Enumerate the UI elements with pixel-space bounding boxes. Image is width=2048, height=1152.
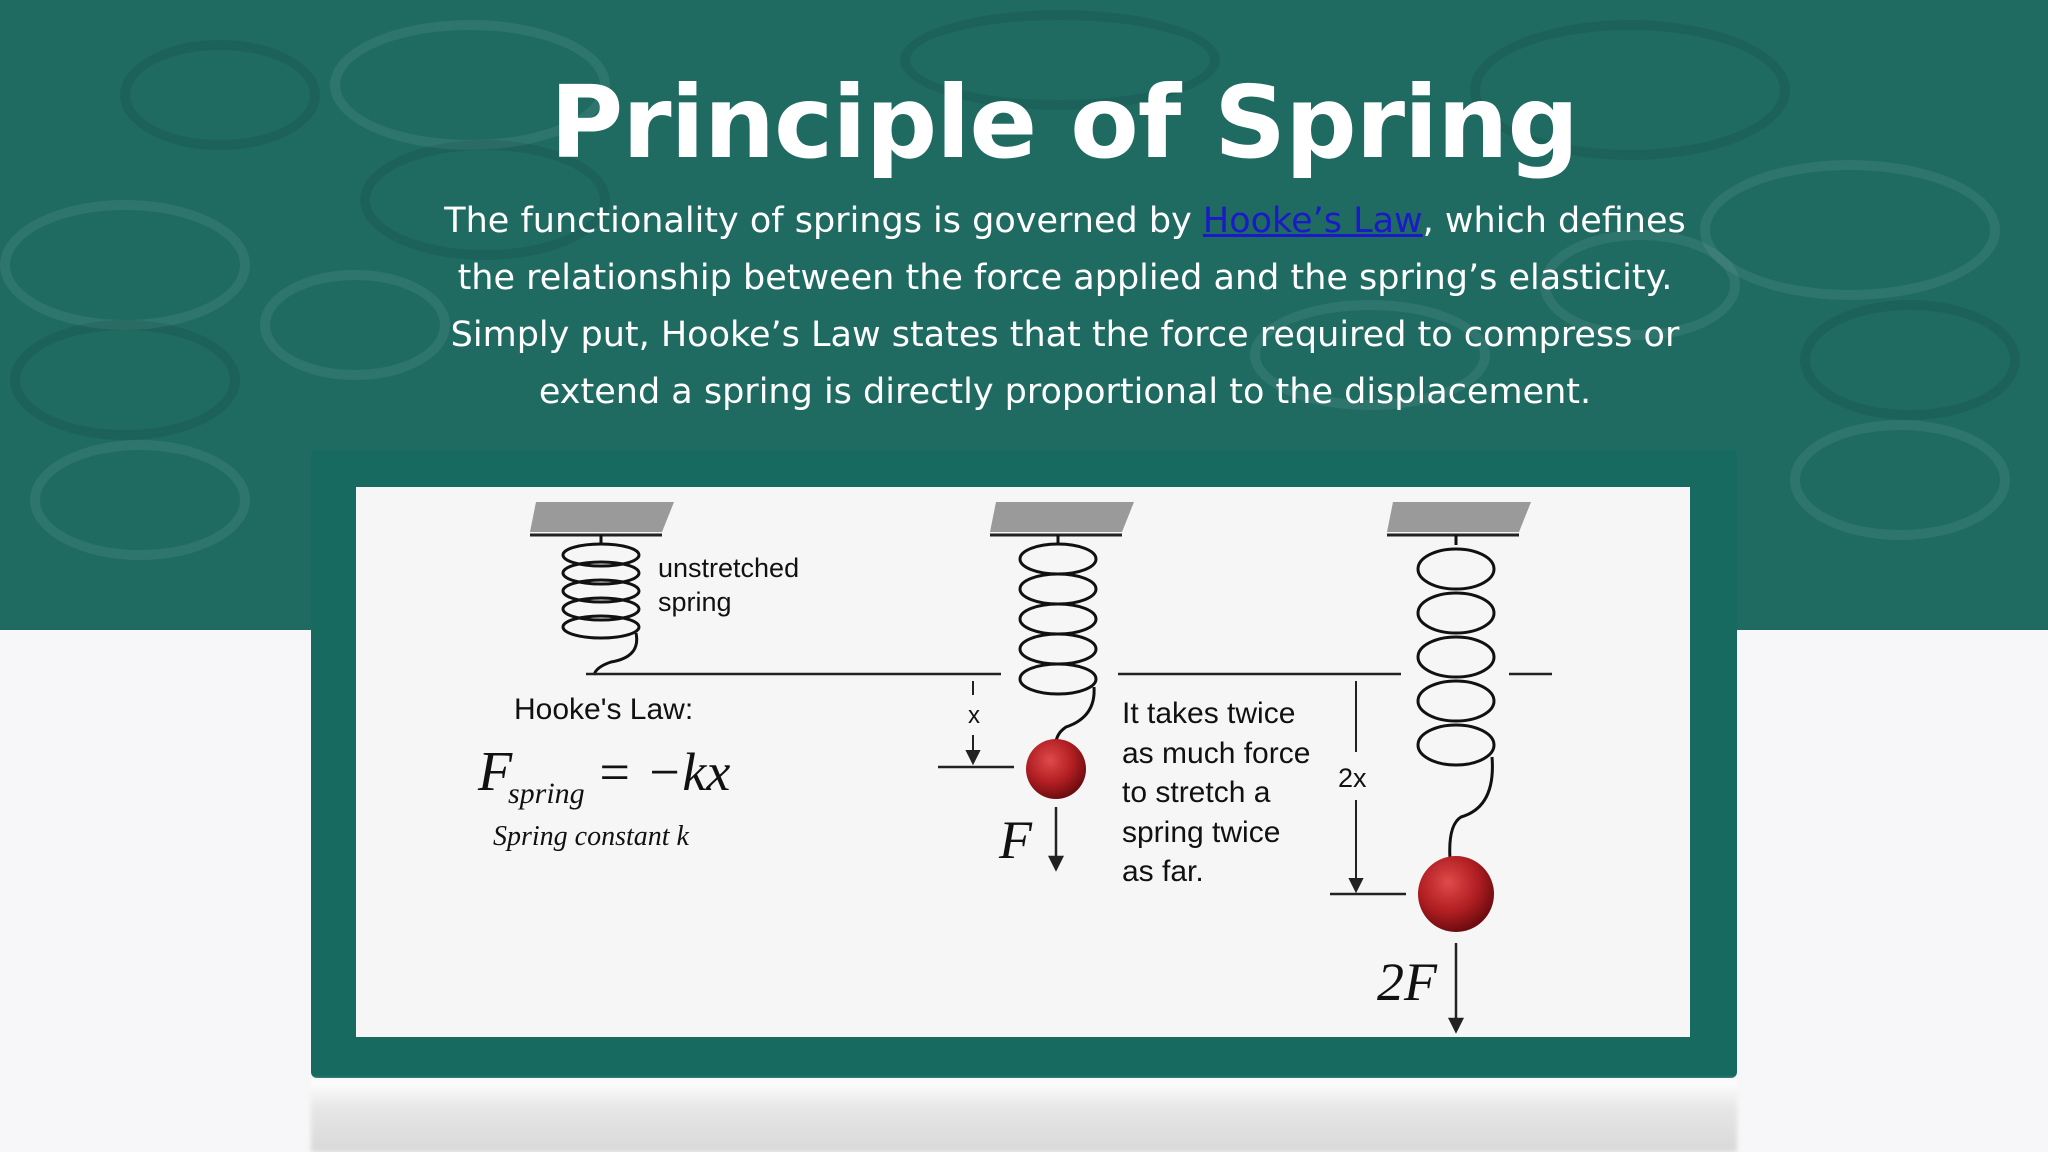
ceiling-mount-3 [1387,502,1531,532]
bg-coil [1250,300,1490,410]
diagram-svg: unstretched spring Hooke's Law: x It tak… [477,502,1552,1034]
ceiling-mount-1 [530,502,674,532]
force-arrow-2F [1447,943,1465,1034]
bg-coil [1790,420,2010,540]
twice-line-2: as much force [1122,737,1310,770]
twice-line-5: as far. [1122,855,1204,888]
mass-ball-2 [1418,856,1494,932]
intro-paragraph: The functionality of springs is governed… [440,193,1690,421]
hookes-law-diagram: unstretched spring Hooke's Law: x It tak… [356,487,1690,1037]
page-title: Principle of Spring [549,64,1579,181]
formula-rhs: = −kx [596,742,730,802]
x-dimension-arrow [965,681,981,766]
label-spring: spring [658,587,732,617]
bg-coil [120,40,320,150]
bg-coil [10,320,240,440]
formula-subscript: spring [508,777,585,810]
intro-text-end: , which defines the relationship between… [450,201,1686,412]
bg-coil [1800,300,2020,420]
bg-coil [900,10,1220,110]
label-force-2F: 2F [1377,952,1438,1012]
bg-coil [1700,160,2000,300]
bg-coil [0,200,250,330]
spring-stretched-2x [1416,535,1496,860]
twice-line-1: It takes twice [1122,697,1295,730]
label-x: x [968,702,980,729]
label-spring-constant: Spring constant k [493,821,690,852]
twice-line-3: to stretch a [1122,776,1271,809]
2x-dimension-arrow [1348,681,1364,894]
hookes-law-link[interactable]: Hooke’s Law [1202,201,1423,241]
spring-unstretched [561,535,641,676]
mass-ball-1 [1026,739,1086,799]
force-arrow-F [1047,807,1065,872]
formula-F: F [477,741,513,803]
bg-coil [1470,20,1790,160]
bg-coil [1540,230,1740,340]
intro-text-start: The functionality of springs is governed… [444,201,1203,241]
bg-coil [260,270,450,380]
twice-line-4: spring twice [1122,816,1280,849]
label-2x: 2x [1338,763,1367,793]
bg-coil [360,140,610,260]
section-shadow [311,1080,1737,1152]
label-force-F: F [998,810,1033,870]
ceiling-mount-2 [990,502,1134,532]
spring-stretched-x [1018,535,1098,750]
label-hookes-law: Hooke's Law: [514,693,693,726]
bg-coil [30,440,250,560]
label-unstretched: unstretched [658,553,799,583]
